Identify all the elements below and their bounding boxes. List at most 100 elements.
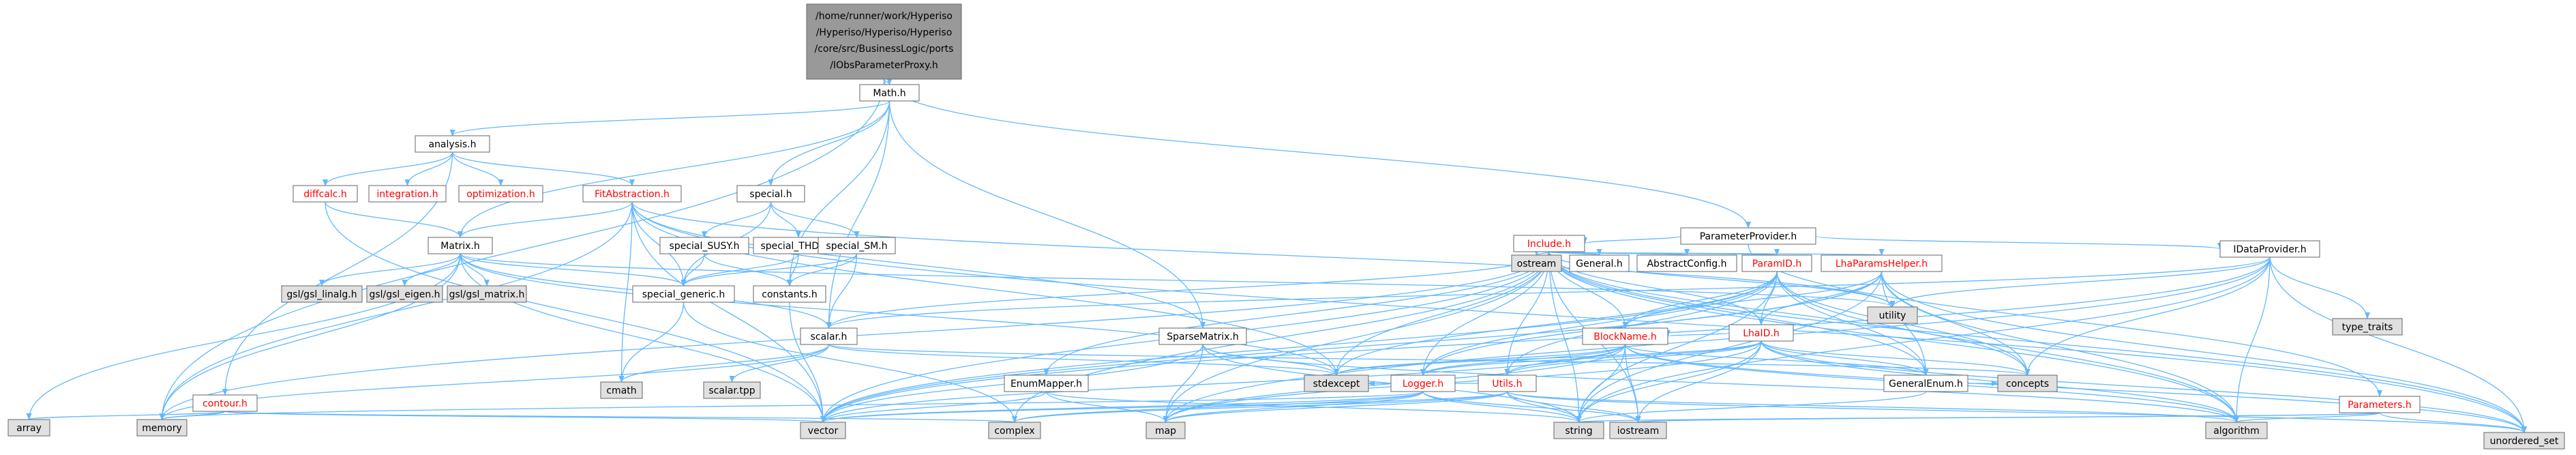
node-optimization[interactable]: optimization.h — [458, 185, 543, 203]
edge-special_sm-to-scalar — [826, 253, 858, 329]
node-lhaid[interactable]: LhaID.h — [1728, 324, 1794, 342]
node-cmath: cmath — [600, 381, 643, 399]
node-iostream-box — [1609, 422, 1667, 439]
node-logger[interactable]: Logger.h — [1390, 375, 1456, 392]
edge-lhaparamshelper-to-string — [1576, 271, 1883, 423]
node-constants[interactable]: constants.h — [753, 285, 826, 303]
node-analysis-box — [415, 135, 490, 153]
edge-matrix-to-utility — [460, 253, 1896, 308]
node-concepts-box — [1997, 375, 2058, 392]
node-map-box — [1145, 422, 1186, 439]
node-enummapper[interactable]: EnumMapper.h — [1004, 375, 1089, 392]
edge-fitabstraction-to-stdexcept — [631, 201, 1339, 376]
edge-include-to-utility — [1548, 251, 1896, 308]
node-diffcalc-label: diffcalc.h — [303, 189, 347, 200]
node-special_generic[interactable]: special_generic.h — [632, 285, 735, 303]
node-blockname[interactable]: BlockName.h — [1582, 327, 1668, 345]
node-fitabstraction[interactable]: FitAbstraction.h — [582, 185, 682, 203]
node-sparsematrix[interactable]: SparseMatrix.h — [1158, 327, 1247, 345]
edge-utils-to-iostream — [1506, 391, 1641, 423]
edge-scalar-to-concepts — [828, 344, 2030, 376]
edge-logger-to-complex — [1012, 391, 1424, 423]
node-blockname-box — [1582, 327, 1668, 345]
node-special_sm[interactable]: special_SM.h — [818, 237, 896, 254]
node-diffcalc[interactable]: diffcalc.h — [293, 185, 358, 203]
edge-contour-to-array — [26, 411, 226, 420]
edge-include-to-lhaparamshelper — [1548, 248, 1883, 256]
node-matrix-label: Matrix.h — [440, 241, 479, 252]
node-parameters[interactable]: Parameters.h — [2339, 396, 2421, 413]
edge-include-to-enummapper — [1043, 251, 1550, 376]
node-gsl_matrix-box — [447, 285, 527, 303]
edge-scalar-to-stdexcept — [828, 344, 1339, 376]
node-gsl_linalg-box — [281, 285, 363, 303]
edge-logger-to-iostream — [1422, 391, 1641, 423]
edge-idataprovider-to-algorithm — [2234, 256, 2271, 423]
node-lhaparamshelper-box — [1821, 254, 1943, 272]
edge-enummapper-to-map — [1045, 391, 1169, 423]
node-scalar-label: scalar.h — [811, 332, 848, 342]
node-include[interactable]: Include.h — [1513, 235, 1585, 252]
node-gsl_eigen-label: gsl/gsl_eigen.h — [369, 289, 440, 300]
node-general[interactable]: General.h — [1569, 254, 1630, 272]
node-fitabstraction-box — [582, 185, 682, 203]
node-array-label: array — [16, 423, 42, 434]
node-paramprovider[interactable]: ParameterProvider.h — [1680, 227, 1816, 245]
node-enummapper-box — [1004, 375, 1089, 392]
edge-lhaid-to-string — [1576, 340, 1762, 423]
node-type_traits-box — [2332, 318, 2403, 336]
node-special[interactable]: special.h — [736, 185, 805, 203]
node-scalar[interactable]: scalar.h — [800, 327, 858, 345]
edge-idataprovider-to-type_traits — [2269, 256, 2370, 319]
edge-analysis-to-fitabstraction — [451, 151, 635, 186]
node-paramid[interactable]: ParamID.h — [1741, 254, 1812, 272]
edge-blockname-to-generalenum — [1624, 344, 1929, 376]
node-map: map — [1145, 422, 1186, 439]
edge-include-to-concepts — [1548, 251, 2031, 376]
edge-lhaid-to-generalenum — [1761, 340, 1929, 376]
node-lhaparamshelper[interactable]: LhaParamsHelper.h — [1821, 254, 1943, 272]
node-utils[interactable]: Utils.h — [1478, 375, 1537, 392]
edge-special_sm-to-special_generic — [680, 253, 858, 287]
node-analysis[interactable]: analysis.h — [415, 135, 490, 153]
node-abstractconfig[interactable]: AbstractConfig.h — [1636, 254, 1737, 272]
node-math[interactable]: Math.h — [859, 84, 920, 102]
node-matrix[interactable]: Matrix.h — [428, 237, 493, 254]
edge-include-to-complex — [1012, 251, 1550, 423]
edge-fitabstraction-to-memory — [159, 201, 633, 420]
node-gsl_eigen: gsl/gsl_eigen.h — [366, 285, 443, 303]
edge-generalenum-to-string — [1576, 391, 1927, 423]
node-math-box — [859, 84, 920, 102]
node-generalenum[interactable]: GeneralEnum.h — [1883, 375, 1968, 392]
node-scalar_tpp: scalar.tpp — [703, 381, 761, 399]
node-concepts-label: concepts — [2006, 379, 2049, 390]
edge-special_susy-to-constants — [704, 253, 792, 287]
node-special-box — [736, 185, 805, 203]
edge-lhaid-to-map — [1163, 340, 1762, 423]
edge-parameters-to-unordered_set — [2379, 412, 2527, 433]
edge-lhaid-to-unordered_set — [1761, 340, 2527, 433]
edge-paramid-to-generalenum — [1776, 271, 1929, 376]
edge-lhaparamshelper-to-concepts — [1881, 271, 2031, 376]
node-generalenum-label: GeneralEnum.h — [1889, 379, 1963, 390]
node-contour[interactable]: contour.h — [192, 394, 258, 412]
node-root[interactable]: /home/runner/work/Hyperiso/Hyperiso/Hype… — [806, 3, 962, 80]
node-paramprovider-box — [1680, 227, 1816, 245]
node-special_susy[interactable]: special_SUSY.h — [659, 237, 749, 254]
node-special_generic-box — [632, 285, 735, 303]
edge-matrix-to-array — [26, 253, 461, 420]
node-unordered_set-label: unordered_set — [2490, 436, 2559, 447]
node-integration[interactable]: integration.h — [368, 185, 447, 203]
edge-include-to-general — [1548, 248, 1602, 256]
node-type_traits: type_traits — [2332, 318, 2403, 336]
node-idataprovider-label: IDataProvider.h — [2233, 244, 2306, 255]
node-idataprovider[interactable]: IDataProvider.h — [2219, 240, 2320, 258]
node-special_generic-label: special_generic.h — [642, 289, 725, 300]
node-scalar_tpp-box — [703, 381, 761, 399]
node-stdexcept: stdexcept — [1304, 375, 1369, 392]
edge-math-to-sparsematrix — [888, 100, 1205, 329]
node-memory-label: memory — [142, 423, 182, 434]
node-sparsematrix-box — [1158, 327, 1247, 345]
edge-math-to-matrix — [458, 100, 890, 238]
node-constants-box — [753, 285, 826, 303]
